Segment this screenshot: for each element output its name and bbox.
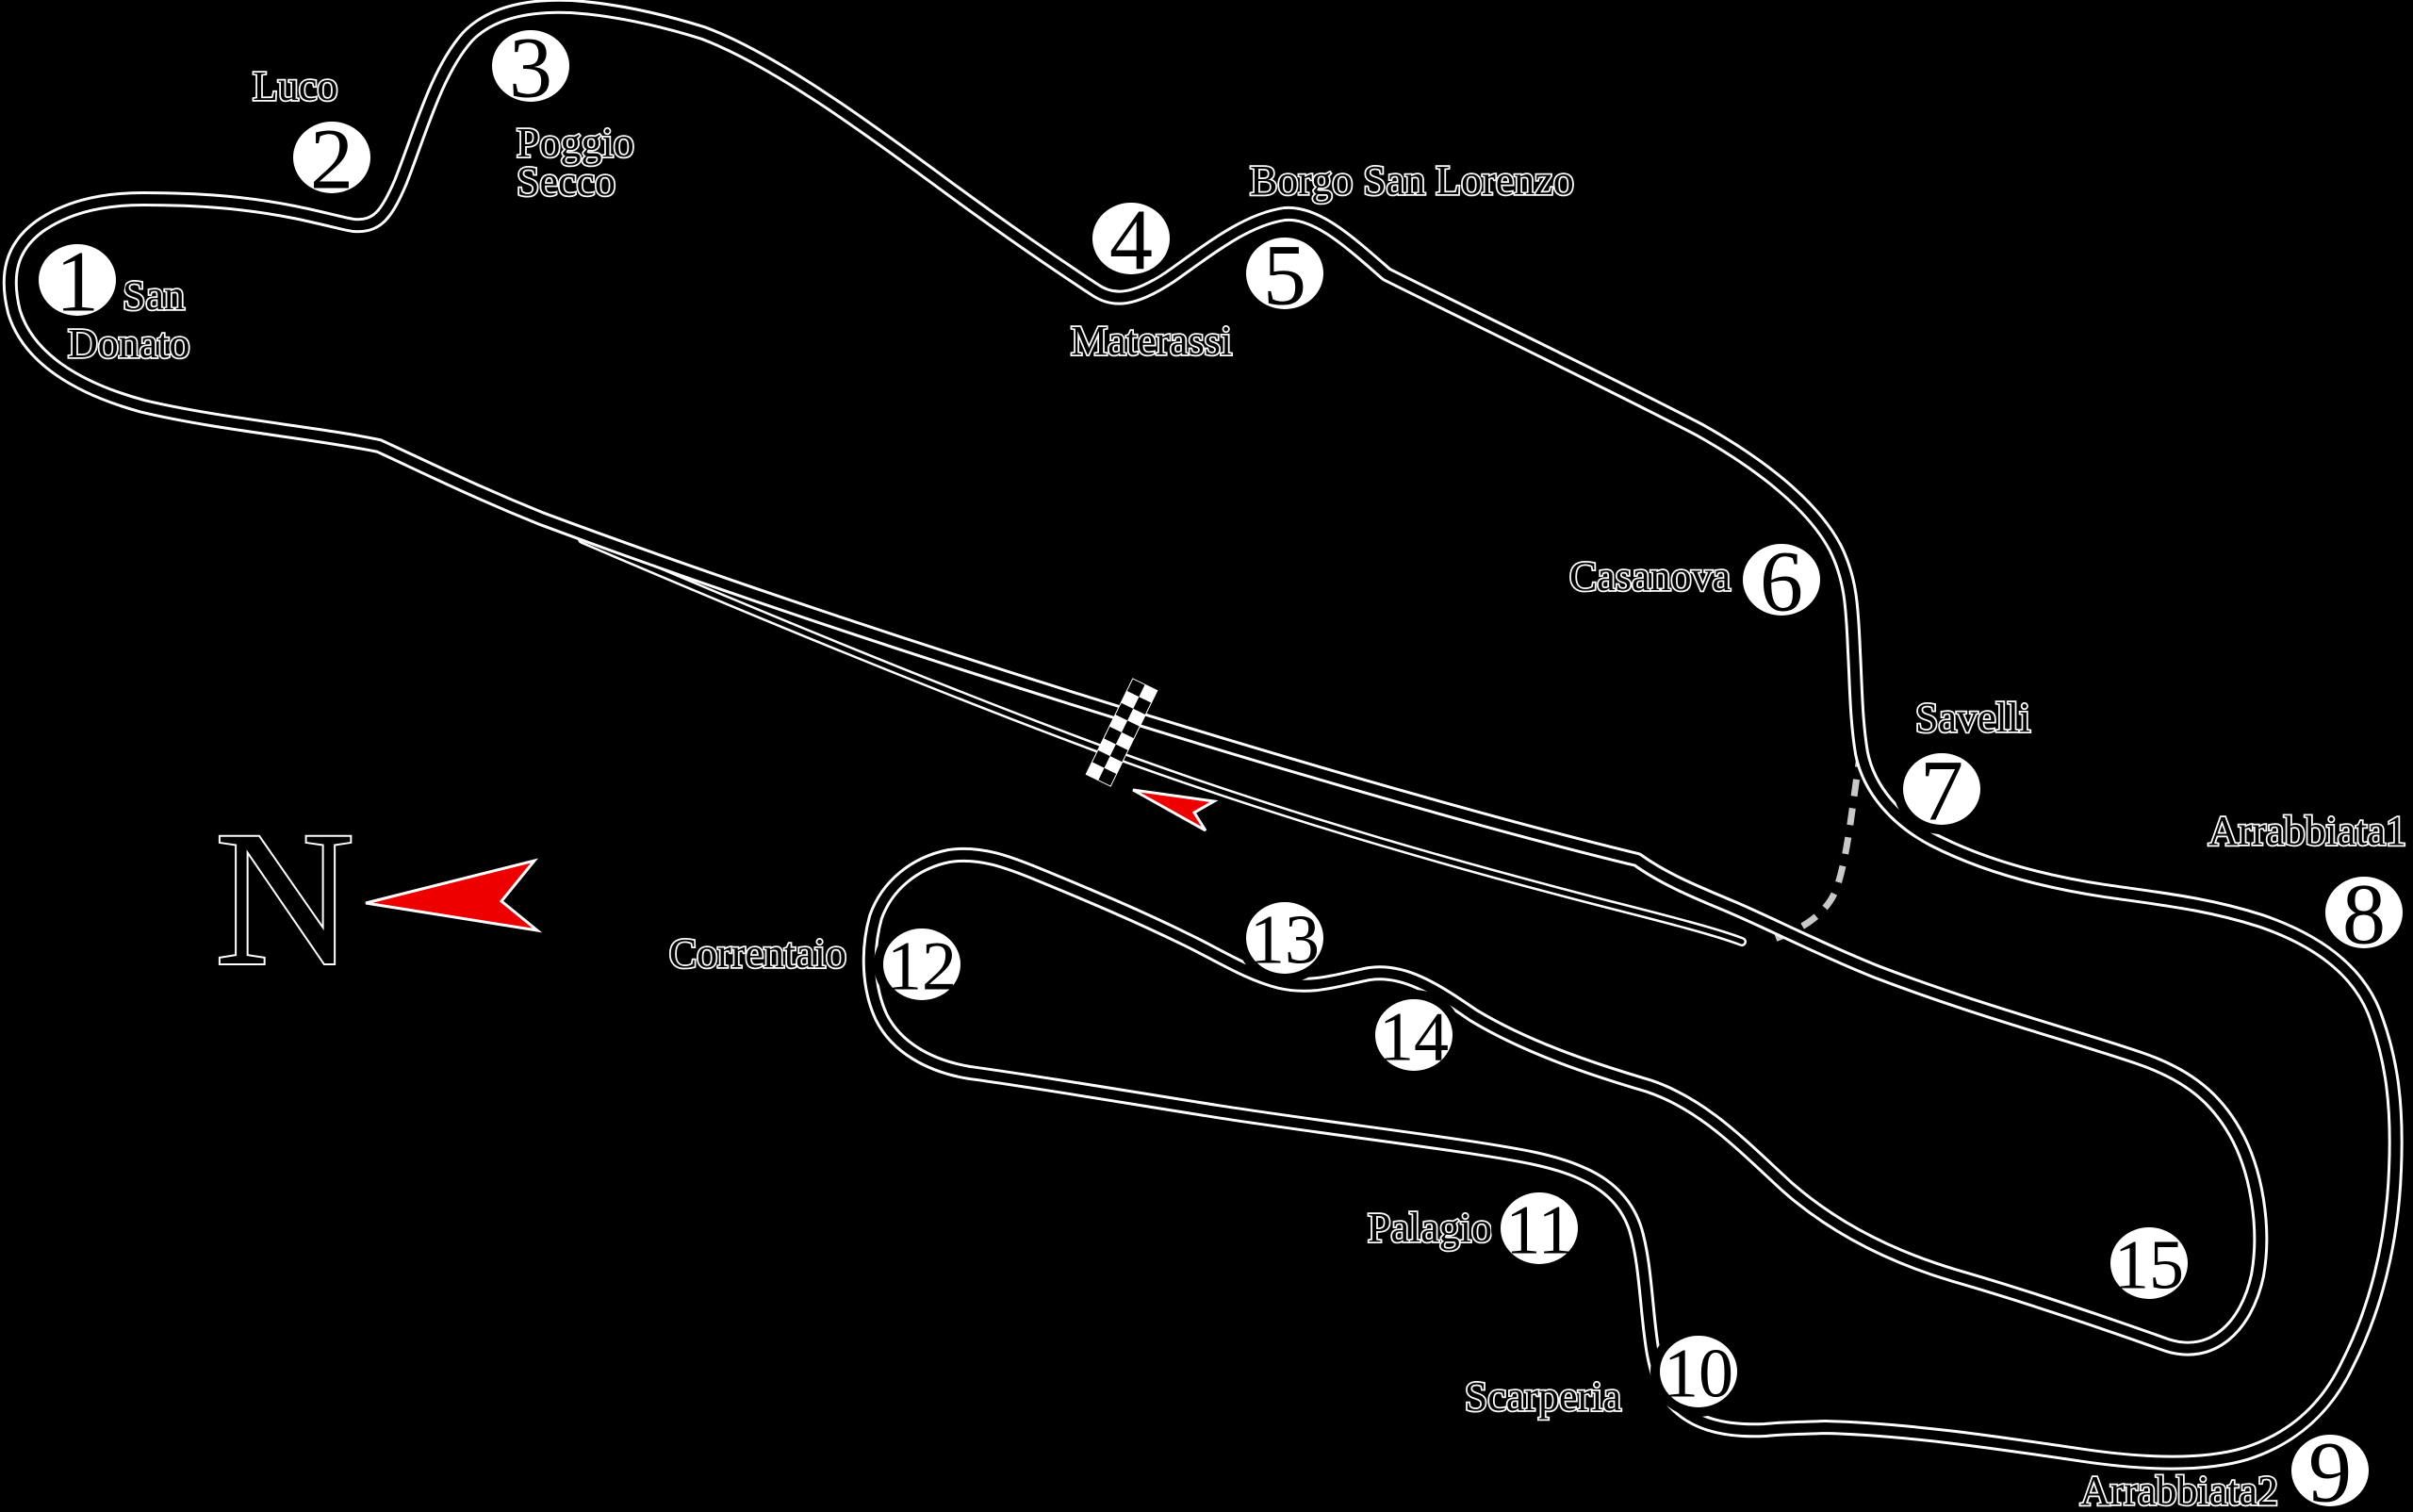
start-finish-checkers (1086, 679, 1157, 786)
corner-name-label: Savelli (1915, 695, 2030, 741)
corner-circle (2101, 1218, 2197, 1308)
checker-cell (1086, 762, 1105, 781)
corner-circle (483, 21, 579, 111)
corner-name-label: Palagio (1368, 1205, 1492, 1251)
corner-number: 8 (2342, 866, 2386, 962)
corner-number: 6 (1760, 534, 1803, 630)
corner-circle (1237, 228, 1333, 319)
corner-circle (1083, 193, 1179, 284)
pit-lane-road (580, 536, 1745, 945)
corner-name-label: Luco (253, 63, 337, 109)
checker-cell (1127, 708, 1145, 727)
corner-circle (1894, 744, 1990, 834)
checker-cell (1092, 750, 1110, 768)
checker-cell (1109, 744, 1128, 763)
corner-number: 9 (2308, 1424, 2352, 1512)
corner-number: 1 (56, 234, 99, 330)
corner-marker-1: 1 (29, 234, 125, 330)
compass-north-arrow-icon (365, 858, 543, 933)
compass: N (213, 790, 543, 1008)
corner-marker-13: 13 (1237, 893, 1333, 983)
checker-cell (1133, 697, 1151, 715)
corner-marker-7: 7 (1894, 743, 1990, 839)
corner-marker-6: 6 (1733, 534, 1830, 630)
corner-number: 14 (1379, 998, 1449, 1076)
corner-name-label: Poggio (517, 120, 634, 166)
corner-name-label: Materassi (1071, 318, 1232, 364)
corner-name-label: Casanova (1569, 553, 1731, 600)
corner-number: 12 (887, 928, 957, 1005)
corner-marker-8: 8 (2316, 866, 2412, 962)
corner-number: 4 (1109, 192, 1153, 288)
corner-marker-4: 4 (1083, 192, 1179, 288)
race-track (2, 0, 2404, 1471)
checker-cell (1098, 738, 1116, 757)
checker-cell (1104, 756, 1123, 774)
corner-marker-15: 15 (2101, 1218, 2197, 1308)
corner-circle (2316, 867, 2412, 958)
corner-name-label: San (123, 272, 185, 319)
corner-marker-9: 9 (2282, 1424, 2378, 1512)
checker-cell (1104, 726, 1122, 745)
checker-cell (1126, 679, 1145, 698)
corner-name-label: Arrabbiata1 (2208, 808, 2406, 854)
pit-lane (578, 534, 1747, 946)
checker-cell (1098, 767, 1117, 786)
checker-cell (1109, 715, 1128, 732)
corner-circle (2282, 1425, 2378, 1512)
checker-cell (1115, 732, 1134, 750)
corner-number: 3 (509, 20, 552, 116)
compass-north-letter: N (215, 792, 354, 1006)
corner-name-label: Borgo San Lorenzo (1250, 157, 1574, 204)
race-direction-arrow-icon (1132, 788, 1219, 832)
corner-name-label: Correntaio (669, 930, 846, 977)
corner-name-label: Scarperia (1465, 1373, 1621, 1420)
corner-circle (29, 235, 125, 325)
corner-name-label: Donato (68, 320, 190, 367)
corner-number: 2 (310, 111, 353, 207)
corner-number: 15 (2114, 1226, 2184, 1304)
corner-circle (1650, 1326, 1747, 1417)
corner-marker-10: 10 (1650, 1326, 1747, 1417)
corner-name-label: Secco (517, 158, 616, 205)
corner-circle (1237, 893, 1333, 983)
corner-marker-11: 11 (1491, 1183, 1587, 1274)
corner-circle (874, 919, 970, 1010)
start-finish-line (1085, 678, 1158, 787)
checker-cell (1115, 702, 1134, 721)
corner-number: 7 (1920, 743, 1963, 839)
corner-marker-2: 2 (284, 111, 380, 207)
track-road-core (5, 1, 2401, 1468)
corner-number: 10 (1664, 1335, 1733, 1412)
corner-number: 5 (1263, 227, 1306, 323)
corner-number: 13 (1250, 901, 1320, 978)
checker-cell (1121, 691, 1140, 709)
corner-circle (1366, 990, 1462, 1080)
corner-marker-12: 12 (874, 919, 970, 1010)
corner-circle (1733, 534, 1830, 625)
corner-number: 11 (1505, 1192, 1572, 1269)
corner-marker-5: 5 (1237, 227, 1333, 323)
checker-cell (1139, 684, 1157, 703)
checker-cell (1122, 720, 1140, 739)
corner-marker-3: 3 (483, 20, 579, 116)
corner-marker-14: 14 (1366, 990, 1462, 1080)
corner-circle (1491, 1183, 1587, 1274)
old-circuit-dashed-link (1767, 749, 1864, 945)
corner-name-label: Arrabbiata2 (2080, 1468, 2278, 1512)
corner-circle (284, 112, 380, 203)
